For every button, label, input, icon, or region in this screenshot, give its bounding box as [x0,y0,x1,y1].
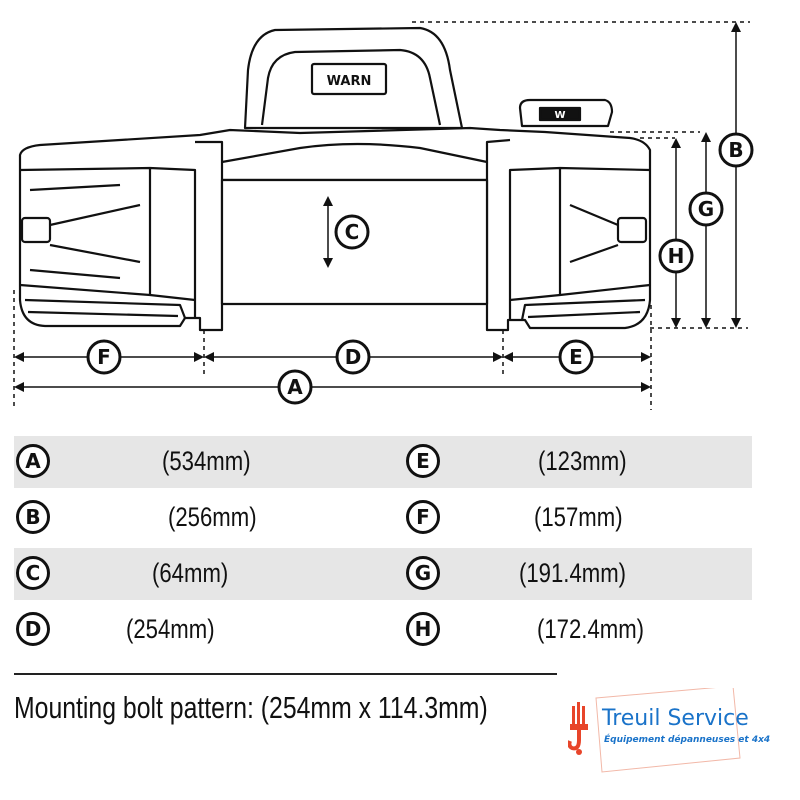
svg-text:G: G [698,197,714,221]
spec-letter-h: H [406,612,440,646]
spec-value-f: (157mm) [534,502,623,532]
label-g: G [688,191,724,227]
spec-row: D (254mm) H (172.4mm) [14,604,752,656]
spec-letter-d: D [16,612,50,646]
winch-dimension-diagram: WARN W [13,21,754,410]
label-d: D [335,339,371,375]
spec-letter-e: E [406,444,440,478]
spec-letter-b: B [16,500,50,534]
spec-value-a: (534mm) [162,446,251,476]
label-e: E [558,339,594,375]
label-f: F [86,339,122,375]
spec-value-c: (64mm) [152,558,229,588]
spec-letter-f: F [406,500,440,534]
logo-title: Treuil Service [602,706,749,731]
label-c: C [334,214,370,250]
logo-subtitle: Équipement dépanneuses et 4x4 [604,735,771,745]
svg-text:B: B [728,138,743,162]
spec-value-d: (254mm) [126,614,215,644]
treuil-service-logo: Treuil Service Équipement dépanneuses et… [568,688,771,778]
logo-graphic [568,688,741,773]
spec-row: A (534mm) E (123mm) [14,436,752,488]
spec-value-g: (191.4mm) [519,558,627,588]
label-h: H [658,238,694,274]
svg-text:D: D [345,345,362,369]
divider [14,673,557,675]
spec-row: C (64mm) G (191.4mm) [14,548,752,600]
clutch-logo-text: W [554,110,565,121]
left-vent [20,216,52,244]
label-b: B [718,132,754,168]
right-vent [616,216,648,244]
brand-text: WARN [327,74,372,89]
svg-text:F: F [97,345,111,369]
spec-letter-g: G [406,556,440,590]
winch-body [18,126,652,332]
spec-value-e: (123mm) [538,446,627,476]
dimension-spec-table: A (534mm) E (123mm) B (256mm) F (157mm) … [14,436,752,660]
spec-value-h: (172.4mm) [537,614,645,644]
spec-letter-a: A [16,444,50,478]
tow-hook-icon [568,702,588,755]
svg-text:H: H [668,244,685,268]
spec-letter-c: C [16,556,50,590]
label-a: A [277,369,313,405]
mounting-bolt-pattern: Mounting bolt pattern: (254mm x 114.3mm) [14,690,488,725]
svg-text:E: E [569,345,583,369]
svg-text:A: A [287,375,303,399]
svg-text:C: C [345,220,360,244]
spec-value-b: (256mm) [168,502,257,532]
spec-row: B (256mm) F (157mm) [14,492,752,544]
